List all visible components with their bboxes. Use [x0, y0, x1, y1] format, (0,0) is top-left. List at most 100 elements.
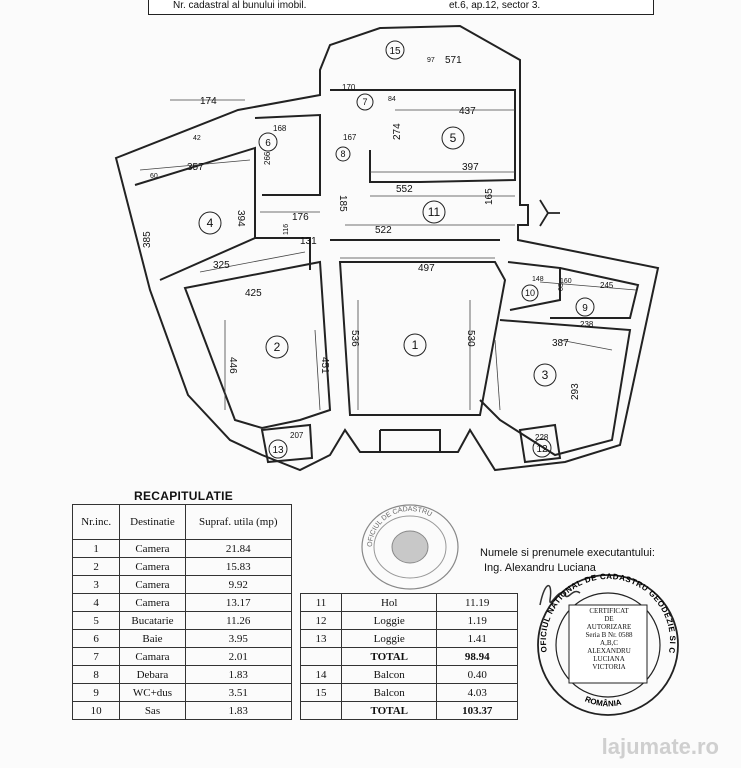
table-cell-dest: Sas	[119, 701, 186, 720]
table-cell-nr	[299, 701, 343, 720]
executant-block: Numele si prenumele executantului: Ing. …	[480, 546, 655, 576]
dimension-label: 170	[342, 83, 356, 92]
table-cell-dest: TOTAL	[341, 701, 438, 720]
cadastral-header: Nr. cadastral al bunului imobil. et.6, a…	[148, 0, 654, 15]
certificate-line: A,B,C	[600, 639, 618, 647]
table-cell-nr: 3	[71, 575, 121, 594]
table-cell-nr: 15	[299, 683, 343, 702]
certificate-line: VICTORIA	[592, 663, 626, 671]
table-cell-supr: 1.83	[184, 701, 293, 720]
dimension-label: 274	[392, 123, 403, 140]
dimension-label: 425	[245, 288, 262, 299]
dimension-label: 131	[300, 236, 317, 247]
dimension-label: 167	[343, 133, 357, 142]
table-cell-dest: WC+dus	[119, 683, 186, 702]
dimension-label: 397	[462, 162, 479, 173]
column-header: Nr.inc.	[71, 504, 121, 540]
room-number: 8	[340, 149, 345, 159]
table-cell-dest: Camara	[119, 647, 186, 666]
dimension-label: 238	[580, 320, 594, 329]
table-cell-supr: 1.41	[436, 629, 518, 648]
room-number: 6	[265, 138, 271, 149]
dimension-label: 245	[600, 281, 614, 290]
room-number: 2	[274, 340, 281, 354]
dimension-label: 451	[319, 357, 330, 374]
signature-icon	[539, 584, 581, 606]
certificate-line: Seria B Nr. 0588	[585, 631, 633, 639]
table-cell-nr: 9	[71, 683, 121, 702]
dimension-label: 394	[235, 210, 246, 227]
dimension-label: 293	[570, 383, 581, 400]
cadastre-office-stamp: OFICIUL DE CADASTRU	[361, 504, 459, 590]
dimension-label: 42	[193, 135, 201, 142]
table-cell-supr: 1.19	[436, 611, 518, 630]
dimension-label: 437	[459, 106, 476, 117]
table-cell-nr: 8	[71, 665, 121, 684]
table-cell-supr: 15.83	[184, 557, 293, 576]
dimension-label: 60	[150, 173, 158, 180]
dimension-label: 97	[427, 57, 435, 64]
certificate-box: CERTIFICAT DE AUTORIZARE Seria B Nr. 058…	[571, 607, 647, 671]
table-cell-nr	[299, 647, 343, 666]
dimension-label: 530	[465, 330, 476, 347]
executant-name: Ing. Alexandru Luciana	[484, 562, 596, 574]
table-cell-nr: 2	[71, 557, 121, 576]
certificate-line: AUTORIZARE	[586, 623, 632, 631]
certificate-line: DE	[604, 615, 614, 623]
room-number: 11	[428, 205, 441, 219]
dimension-label: 168	[273, 124, 287, 133]
table-cell-dest: TOTAL	[341, 647, 438, 666]
dimension-label: 84	[388, 96, 396, 103]
dimension-label: 228	[535, 433, 549, 442]
table-cell-dest: Camera	[119, 539, 186, 558]
column-header: Destinatie	[119, 504, 186, 540]
table-cell-supr: 1.83	[184, 665, 293, 684]
room-number: 3	[542, 368, 549, 382]
table-cell-dest: Camera	[119, 575, 186, 594]
room-number: 1	[412, 338, 419, 352]
table-cell-nr: 12	[299, 611, 343, 630]
room-number: 4	[207, 216, 214, 230]
table-cell-nr: 1	[71, 539, 121, 558]
dimension-label: 552	[396, 184, 413, 195]
room-number: 12	[536, 444, 548, 455]
table-cell-nr: 4	[71, 593, 121, 612]
column-header: Supraf. utila (mp)	[184, 504, 293, 540]
table-cell-supr: 98.94	[436, 647, 518, 666]
dimension-label: 497	[418, 263, 435, 274]
table-cell-nr: 11	[299, 593, 343, 612]
watermark: lajumate.ro	[601, 734, 719, 759]
table-cell-supr: 3.51	[184, 683, 293, 702]
table-cell-supr: 0.40	[436, 665, 518, 684]
table-cell-dest: Bucatarie	[119, 611, 186, 630]
dimension-label: 207	[290, 431, 304, 440]
table-cell-dest: Debara	[119, 665, 186, 684]
dimension-label: 357	[187, 162, 204, 173]
table-header-row: Nr.inc. Destinatie Supraf. utila (mp)	[71, 504, 293, 540]
room-number: 15	[389, 46, 401, 57]
table-cell-dest: Loggie	[341, 611, 438, 630]
table-cell-supr: 103.37	[436, 701, 518, 720]
table-cell-dest: Balcon	[341, 683, 438, 702]
dimension-label: 63	[558, 283, 565, 291]
room-number: 5	[450, 131, 457, 145]
dimension-label: 385	[142, 231, 153, 248]
table-cell-supr: 3.95	[184, 629, 293, 648]
certificate-line: ALEXANDRU	[587, 647, 631, 655]
table-cell-supr: 11.26	[184, 611, 293, 630]
floor-plan-drawing: 1 2 3 4 5 6 7 8 9 10 11 12 13 15 174 357…	[114, 24, 660, 472]
dimension-label: 266	[263, 151, 272, 165]
